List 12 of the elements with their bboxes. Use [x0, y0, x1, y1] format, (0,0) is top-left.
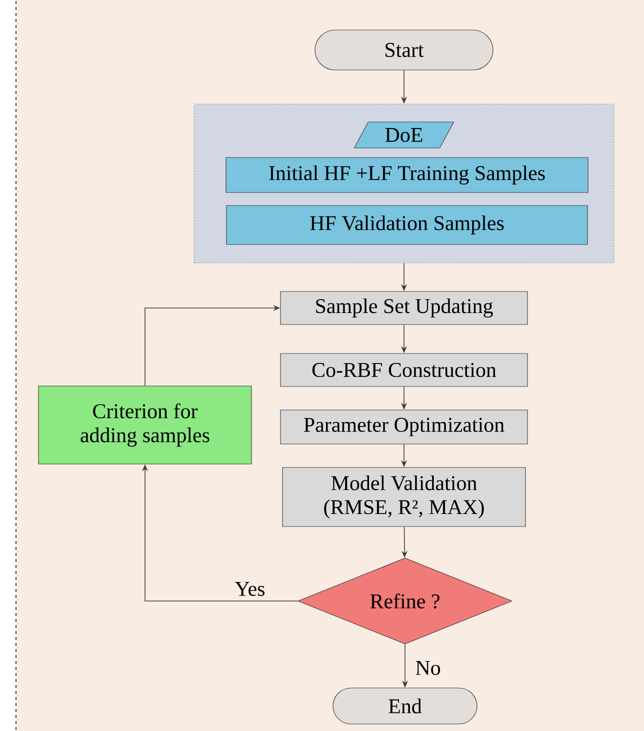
process-box: Parameter Optimization — [280, 410, 528, 444]
process-box: Sample Set Updating — [280, 291, 528, 325]
end-terminal: End — [332, 688, 478, 724]
edge-label: No — [414, 660, 442, 676]
data-parallelogram: DoE — [354, 122, 454, 148]
process-box: Criterion for adding samples — [38, 386, 252, 464]
edge-label: Yes — [234, 581, 266, 597]
process-box: Initial HF +LF Training Samples — [226, 157, 588, 193]
start-terminal: Start — [314, 30, 494, 70]
process-box: Co-RBF Construction — [280, 353, 528, 387]
process-box: HF Validation Samples — [226, 205, 588, 245]
process-box: Model Validation (RMSE, R², MAX) — [282, 467, 526, 527]
